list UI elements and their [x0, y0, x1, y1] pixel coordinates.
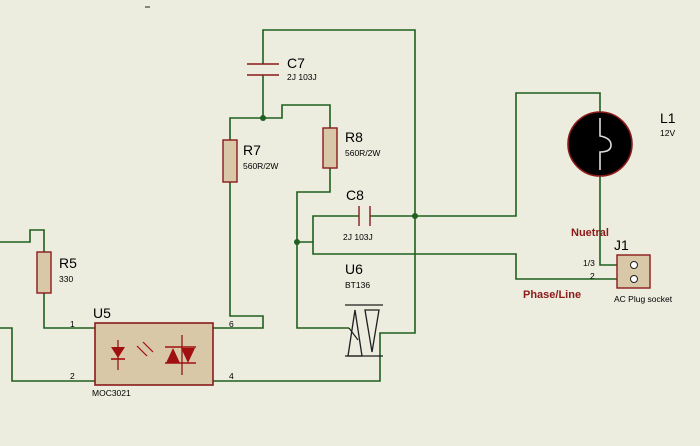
light-arrow-icon	[136, 345, 148, 357]
connector-j1[interactable]: J1 AC Plug socket 1/3 2	[583, 237, 673, 304]
capacitor-c7[interactable]: C7 2J 103J	[247, 55, 317, 82]
u6-value: BT136	[345, 280, 370, 290]
triac-icon	[347, 309, 363, 357]
led-diode-icon	[111, 347, 125, 358]
c8-ref: C8	[346, 187, 364, 203]
optocoupler-u5[interactable]: U5 MOC3021 1 2 6 4	[70, 305, 234, 398]
junction-dot	[412, 213, 418, 219]
filament-icon	[599, 118, 612, 170]
l1-ref: L1	[660, 110, 676, 126]
j1-pin-2: 2	[590, 271, 595, 281]
c7-ref: C7	[287, 55, 305, 71]
r8-value: 560R/2W	[345, 148, 380, 158]
wire-to-phase	[297, 241, 617, 280]
wires	[0, 29, 617, 382]
j1-body	[616, 254, 651, 289]
socket-pin-icon	[630, 275, 638, 283]
socket-pin-icon	[630, 261, 638, 269]
u5-pin-4: 4	[229, 371, 234, 381]
r8-ref: R8	[345, 129, 363, 145]
wire-r7-r8-top	[229, 104, 331, 140]
u6-ref: U6	[345, 261, 363, 277]
lamp-l1[interactable]: L1 12V	[567, 110, 676, 177]
resistor-r7[interactable]: R7 560R/2W	[222, 139, 278, 183]
wire-r8-gate	[296, 168, 349, 329]
u5-pin-6: 6	[229, 319, 234, 329]
junction-dot	[260, 115, 266, 121]
wire-input-r5	[0, 229, 45, 252]
c7-value: 2J 103J	[287, 72, 317, 82]
diac-icon	[181, 348, 195, 363]
u5-body	[94, 322, 214, 386]
u5-pin-2: 2	[70, 371, 75, 381]
u5-value: MOC3021	[92, 388, 131, 398]
r7-ref: R7	[243, 142, 261, 158]
c8-value: 2J 103J	[343, 232, 373, 242]
wire-r5-pin1	[43, 293, 95, 329]
wire-mt1-pin4	[213, 328, 416, 382]
light-arrow-icon	[142, 341, 154, 353]
j1-value: AC Plug socket	[614, 294, 673, 304]
resistor-r5[interactable]: R5 330	[36, 251, 77, 294]
wire-lamp-to-j1	[599, 168, 617, 266]
j1-ref: J1	[614, 237, 629, 253]
wire-pin2	[0, 327, 95, 382]
r7-value: 560R/2W	[243, 161, 278, 171]
r5-ref: R5	[59, 255, 77, 271]
u5-pin-1: 1	[70, 319, 75, 329]
triac-u6[interactable]: U6 BT136	[345, 261, 383, 357]
wire-top-right	[262, 29, 416, 328]
phase-label: Phase/Line	[523, 289, 581, 301]
capacitor-c8[interactable]: C8 2J 103J	[343, 187, 373, 242]
wire-c8-left	[312, 215, 359, 242]
wire-to-lamp	[415, 92, 601, 217]
r5-value: 330	[59, 274, 73, 284]
lamp-icon	[567, 111, 633, 177]
neutral-label: Nuetral	[571, 227, 609, 239]
diac-icon	[166, 348, 180, 363]
u5-ref: U5	[93, 305, 111, 321]
j1-pin-13: 1/3	[583, 258, 595, 268]
resistor-r8[interactable]: R8 560R/2W	[322, 127, 380, 169]
l1-value: 12V	[660, 128, 675, 138]
wire-r7-pin6	[213, 182, 264, 329]
junction-dot	[294, 239, 300, 245]
